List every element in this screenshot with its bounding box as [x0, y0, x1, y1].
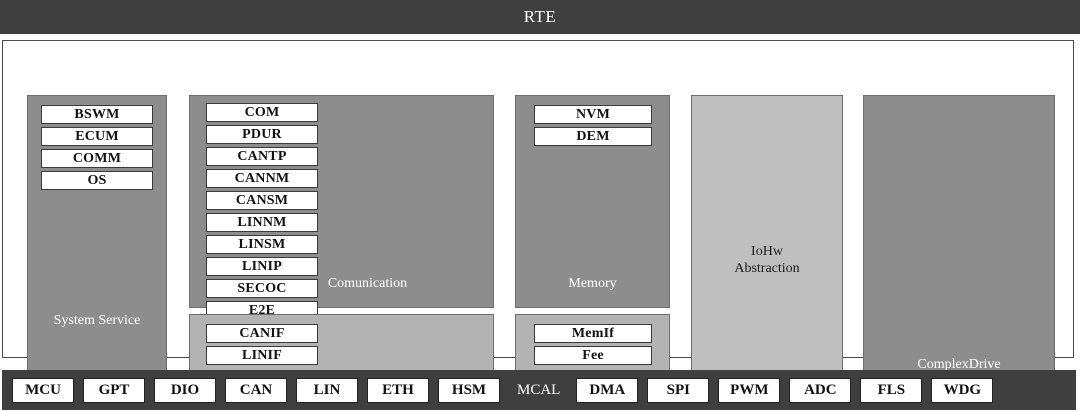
system-service-label: System Service [53, 313, 141, 329]
mcal-module-lin[interactable]: LIN [296, 377, 358, 403]
communication-module-stack: COM PDUR CANTP CANNM CANSM LINNM LINSM L… [206, 103, 318, 320]
mcal-module-dma[interactable]: DMA [576, 377, 639, 403]
memory-label: Memory [568, 276, 617, 292]
mcal-module-eth[interactable]: ETH [367, 377, 429, 403]
module-nvm[interactable]: NVM [534, 105, 652, 124]
bsw-layer-container: BSWM ECUM COMM OS System Service COM PDU… [2, 40, 1074, 393]
communication-interface-module-stack: CANIF LINIF [206, 324, 318, 365]
block-communication[interactable]: COM PDUR CANTP CANNM CANSM LINNM LINSM L… [189, 95, 494, 320]
rte-label: RTE [523, 7, 557, 26]
system-service-module-stack: BSWM ECUM COMM OS [28, 105, 166, 190]
complex-drive-label: ComplexDrive [917, 357, 1001, 373]
mcal-module-wdg[interactable]: WDG [931, 377, 994, 403]
mcal-label: MCAL [517, 381, 561, 398]
mcal-module-can[interactable]: CAN [225, 377, 287, 403]
block-memory[interactable]: NVM DEM Memory [515, 95, 670, 308]
module-dem[interactable]: DEM [534, 127, 652, 146]
module-linif[interactable]: LINIF [206, 346, 318, 365]
memory-module-stack: NVM DEM [534, 105, 652, 146]
block-system-service[interactable]: BSWM ECUM COMM OS System Service [27, 95, 167, 393]
module-linip[interactable]: LINIP [206, 257, 318, 276]
iohw-abstraction-label-line2: Abstraction [734, 260, 800, 276]
module-canif[interactable]: CANIF [206, 324, 318, 343]
module-pdur[interactable]: PDUR [206, 125, 318, 144]
mcal-module-dio[interactable]: DIO [154, 377, 216, 403]
mcal-module-pwm[interactable]: PWM [718, 377, 781, 403]
module-comm[interactable]: COMM [41, 149, 153, 168]
mcal-module-adc[interactable]: ADC [789, 377, 852, 403]
mcal-module-mcu[interactable]: MCU [12, 377, 74, 403]
communication-label: Comunication [327, 276, 408, 292]
module-cannm[interactable]: CANNM [206, 169, 318, 188]
block-iohw-abstraction[interactable]: IoHw Abstraction [691, 95, 843, 393]
mcal-module-hsm[interactable]: HSM [438, 377, 500, 403]
module-ecum[interactable]: ECUM [41, 127, 153, 146]
module-secoc[interactable]: SECOC [206, 279, 318, 298]
module-com[interactable]: COM [206, 103, 318, 122]
mcal-module-gpt[interactable]: GPT [83, 377, 145, 403]
module-fee[interactable]: Fee [534, 346, 652, 365]
module-memif[interactable]: MemIf [534, 324, 652, 343]
block-complex-drive[interactable]: ComplexDrive [863, 95, 1055, 393]
module-cansm[interactable]: CANSM [206, 191, 318, 210]
iohw-abstraction-label: IoHw Abstraction [692, 244, 842, 277]
module-linnm[interactable]: LINNM [206, 213, 318, 232]
module-linsm[interactable]: LINSM [206, 235, 318, 254]
mcal-layer-bar: MCU GPT DIO CAN LIN ETH HSM MCAL DMA SPI… [2, 370, 1076, 410]
module-bswm[interactable]: BSWM [41, 105, 153, 124]
rte-layer-bar: RTE [0, 0, 1080, 34]
mcal-module-fls[interactable]: FLS [860, 377, 923, 403]
iohw-abstraction-label-line1: IoHw [751, 244, 783, 259]
module-cantp[interactable]: CANTP [206, 147, 318, 166]
mcal-module-spi[interactable]: SPI [647, 377, 710, 403]
memory-interface-module-stack: MemIf Fee [534, 324, 652, 365]
module-os[interactable]: OS [41, 171, 153, 190]
